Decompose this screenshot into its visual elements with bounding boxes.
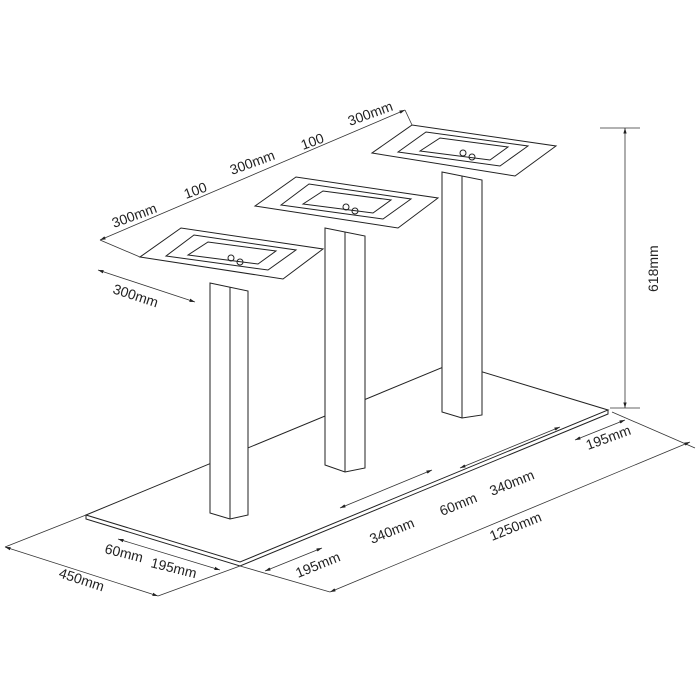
label-spacing-right: 100 — [299, 130, 327, 153]
top-plate-left — [138, 227, 325, 280]
label-spacing-left: 100 — [182, 179, 210, 202]
label-top-plate-depth-right: 300mm — [346, 98, 395, 129]
label-base-depth: 450mm — [57, 565, 106, 595]
label-post-depth: 60mm — [103, 540, 145, 565]
label-base-offset-depth: 195mm — [149, 554, 198, 581]
post-right — [441, 171, 483, 419]
top-plate-right — [370, 124, 558, 177]
post-middle — [324, 227, 366, 473]
label-base-gap-left: 340mm — [367, 514, 416, 546]
label-height: 618mm — [645, 245, 661, 292]
label-base-gap-right: 340mm — [487, 466, 536, 498]
label-top-plate-width-middle: 300mm — [228, 147, 277, 178]
label-post-width-right: 60mm — [437, 489, 479, 518]
top-plate-middle — [253, 176, 440, 229]
label-base-end-left: 195mm — [293, 548, 342, 580]
dimension-lines — [4, 109, 696, 597]
post-left — [209, 282, 249, 520]
label-top-plate-depth-left: 300mm — [111, 281, 160, 311]
label-top-plate-width-left: 300mm — [110, 200, 159, 231]
label-total-length: 1250mm — [487, 509, 543, 544]
